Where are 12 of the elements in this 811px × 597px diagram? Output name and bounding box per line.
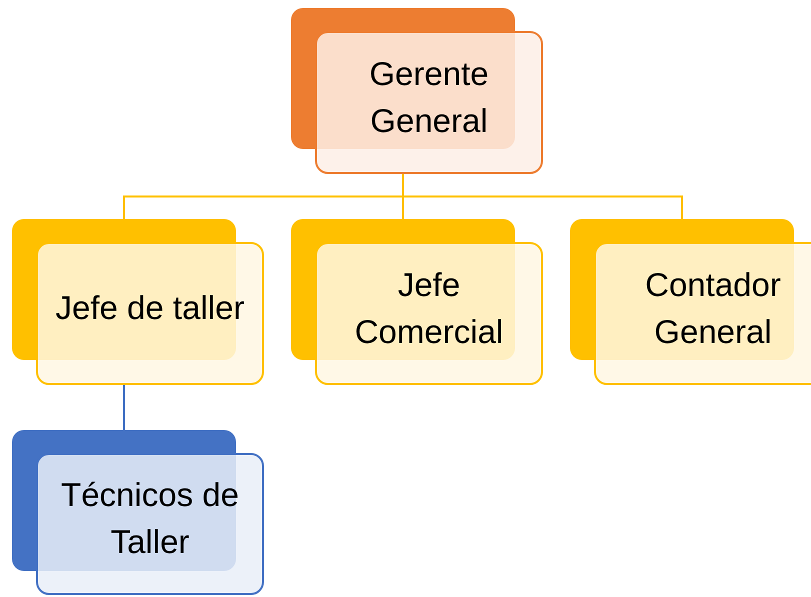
role-title: Contador General — [644, 264, 782, 352]
connector-line — [402, 174, 683, 219]
org-chart-box — [12, 430, 264, 595]
role-title: Jefe Comercial — [354, 264, 504, 352]
org-chart-box — [12, 219, 264, 385]
org-chart-box — [570, 219, 811, 385]
role-title: Jefe de taller — [54, 288, 246, 328]
org-chart-box — [291, 8, 543, 174]
role-title: Gerente General — [368, 54, 490, 140]
role-title: Técnicos de Taller — [60, 475, 240, 562]
connector-line — [123, 385, 125, 430]
org-chart-box — [291, 219, 543, 385]
